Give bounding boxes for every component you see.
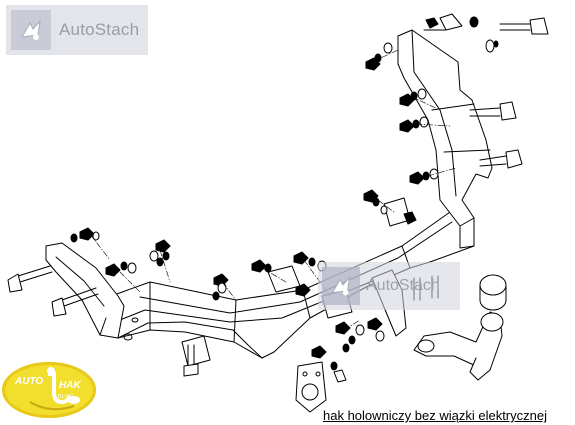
autostach-logo-icon <box>11 10 51 50</box>
watermark-brand-text: AutoStach <box>59 20 140 39</box>
badge-small-text: BLMC <box>58 394 74 400</box>
product-caption: hak holowniczy bez wiązki elektrycznej <box>323 408 547 423</box>
badge-hak-text: HAK <box>59 380 81 391</box>
socket-plate <box>295 361 327 413</box>
autostach-watermark-center: AutoStach <box>318 262 460 310</box>
auto-hak-logo: AUTO HAK BLMC <box>2 362 96 418</box>
bolts <box>7 13 549 377</box>
nuts-and-washers <box>70 16 499 383</box>
autostach-watermark: AutoStach <box>6 5 148 55</box>
autostach-logo-icon <box>322 267 360 305</box>
right-bracket <box>397 29 493 227</box>
left-bracket <box>45 242 139 341</box>
watermark-brand-text: AutoStach <box>366 277 440 294</box>
badge-auto-text: AUTO <box>15 376 44 387</box>
